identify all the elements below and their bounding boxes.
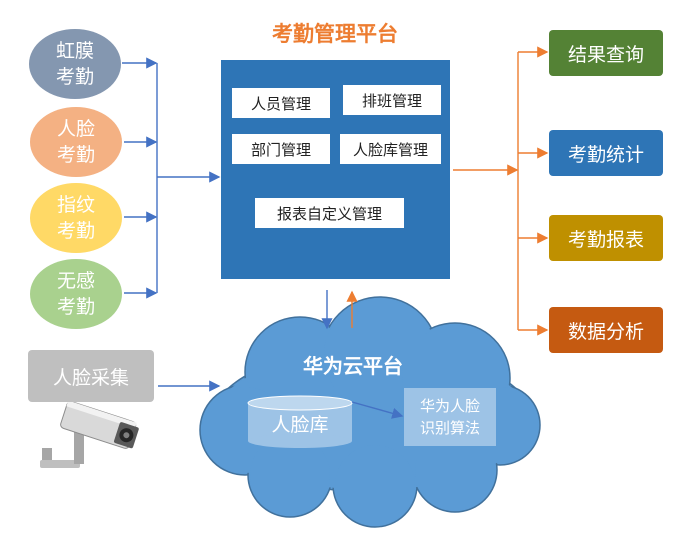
input-label-line2: 考勤 (55, 66, 94, 88)
input-face-attendance: 人脸 考勤 (30, 107, 122, 177)
input-label-line2: 考勤 (56, 144, 95, 166)
face-collection-box: 人脸采集 (28, 350, 154, 402)
input-iris-attendance: 虹膜 考勤 (29, 29, 121, 99)
output-result-query: 结果查询 (549, 30, 663, 76)
input-label-line1: 指纹 (56, 194, 95, 216)
module-face-library: 人脸库管理 (340, 134, 441, 164)
output-data-analysis: 数据分析 (549, 307, 663, 353)
module-report-custom: 报表自定义管理 (255, 198, 404, 228)
output-attendance-statistics: 考勤统计 (549, 130, 663, 176)
output-connectors (346, 46, 549, 336)
face-recognition-algorithm: 华为人脸 识别算法 (404, 388, 496, 446)
input-label-line2: 考勤 (56, 296, 95, 318)
module-scheduling: 排班管理 (343, 85, 441, 115)
platform-title: 考勤管理平台 (272, 22, 398, 46)
input-label-line1: 虹膜 (55, 40, 94, 62)
input-label-line2: 考勤 (56, 220, 95, 242)
input-label-line1: 人脸 (56, 118, 95, 140)
face-database-cylinder (247, 395, 353, 448)
input-sensorless-attendance: 无感 考勤 (30, 259, 122, 329)
attendance-platform: 人员管理 排班管理 部门管理 人脸库管理 报表自定义管理 (221, 60, 450, 279)
cloud-platform-title: 华为云平台 (303, 354, 403, 378)
input-fingerprint-attendance: 指纹 考勤 (30, 183, 122, 253)
security-camera-icon (40, 400, 139, 468)
module-department: 部门管理 (232, 134, 330, 164)
input-connectors (122, 57, 404, 419)
face-database-label: 人脸库 (271, 414, 329, 436)
output-attendance-report: 考勤报表 (549, 215, 663, 261)
input-label-line1: 无感 (56, 270, 95, 292)
module-personnel: 人员管理 (232, 88, 330, 118)
algorithm-line1: 华为人脸 (419, 397, 480, 415)
algorithm-line2: 识别算法 (419, 419, 480, 437)
